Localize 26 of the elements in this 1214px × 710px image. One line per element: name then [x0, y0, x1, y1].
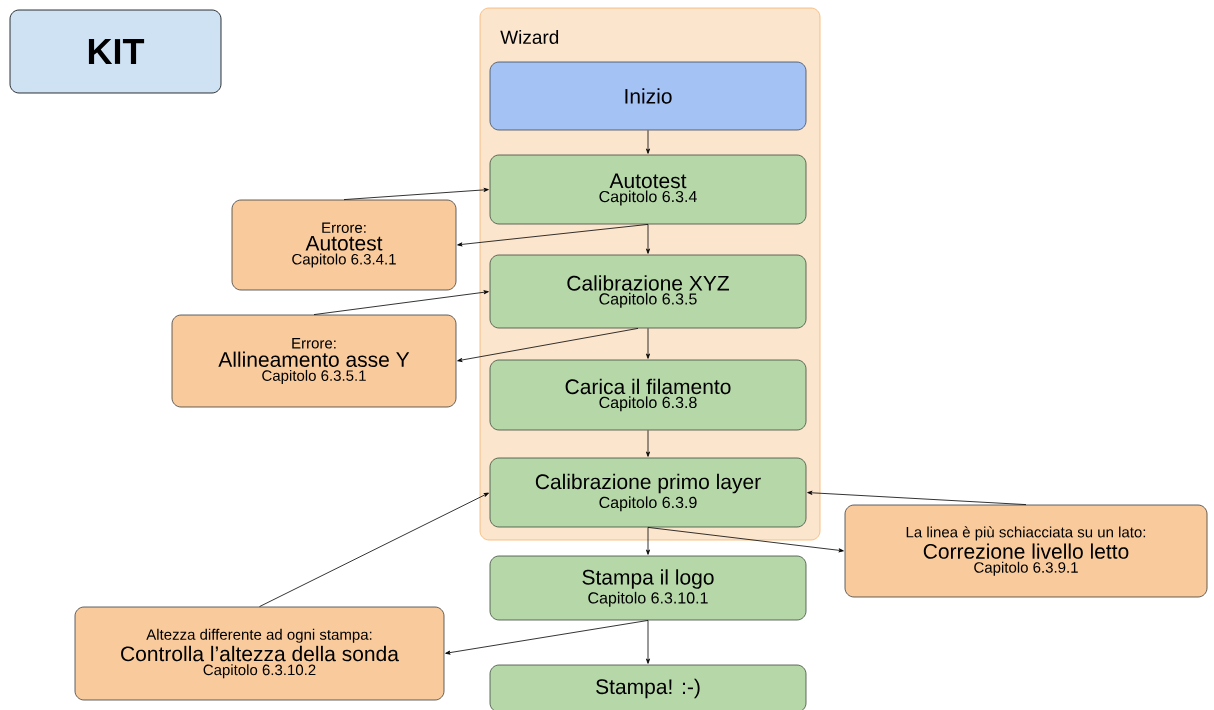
arrow	[807, 490, 1027, 505]
arrow	[343, 187, 489, 200]
arrow	[646, 527, 650, 555]
step-box: Calibrazione primo layer Capitolo 6.3.9	[489, 457, 807, 528]
step-box: Calibrazione XYZ Capitolo 6.3.5	[489, 254, 807, 329]
arrow	[646, 620, 650, 664]
error-box: Errore: Allineamento asse Y Capitolo 6.3.5.1	[171, 314, 457, 408]
arrow	[457, 328, 639, 362]
arrow	[445, 620, 649, 655]
step-box: Stampa il logo Capitolo 6.3.10.1	[489, 555, 807, 621]
arrow	[259, 492, 489, 607]
start-box: Inizio	[489, 61, 807, 131]
error-box: Errore: Autotest Capitolo 6.3.4.1	[231, 199, 457, 291]
arrow	[457, 224, 649, 247]
arrow	[646, 130, 650, 154]
step-box: Autotest Capitolo 6.3.4	[489, 154, 807, 225]
error-box: Altezza differente ad ogni stampa: Controlla l’altezza della sonda Capitolo 6.3.10.2	[74, 606, 445, 701]
kit-box: KIT	[9, 9, 222, 94]
step-box: Stampa! :-)	[489, 664, 807, 710]
error-box: La linea è più schiacciata su un lato: Correzione livello letto Capitolo 6.3.9.1	[844, 504, 1208, 598]
arrow	[647, 527, 844, 553]
arrow	[646, 224, 650, 254]
step-box: Carica il filamento Capitolo 6.3.8	[489, 359, 807, 431]
arrow	[646, 328, 650, 359]
arrow	[646, 430, 650, 457]
arrow	[313, 290, 489, 315]
